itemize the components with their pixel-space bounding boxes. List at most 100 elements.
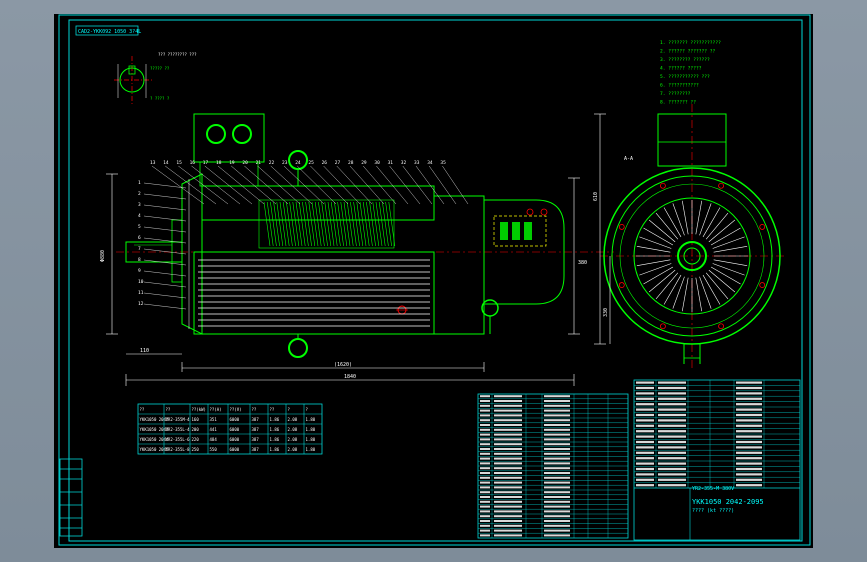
- dim-end-base: 330: [603, 308, 609, 317]
- callout-leader: [143, 226, 187, 233]
- lifting-eye-bottom: [288, 338, 308, 358]
- callout-left: 8: [138, 257, 141, 263]
- end-view-bolts: [618, 182, 766, 330]
- tech-note-line: 1. ??????? ???????????: [660, 40, 721, 46]
- technical-notes: 1. ??????? ???????????2. ?????? ??????? …: [660, 40, 721, 106]
- end-fin: [695, 277, 703, 312]
- param-cell: 550: [210, 447, 218, 452]
- parts-list: [477, 393, 629, 539]
- end-view-hub: [677, 241, 707, 271]
- param-cell: 351: [210, 417, 218, 422]
- end-fin: [648, 219, 676, 243]
- cooling-ribs: [198, 259, 430, 327]
- motor-side-view: [116, 113, 614, 358]
- param-cell: YKK1050 2044: [140, 437, 169, 442]
- param-cell: 387: [252, 427, 260, 432]
- title-drawing-code: YKK1050 2042-2095: [692, 498, 764, 506]
- callout-leader: [310, 165, 349, 205]
- param-cell: 220: [192, 437, 200, 442]
- callout-top: 26: [322, 160, 328, 166]
- param-cell: 1.80: [306, 437, 316, 442]
- callout-leader: [257, 165, 301, 205]
- callout-top: 14: [163, 160, 169, 166]
- end-fin: [672, 203, 685, 236]
- param-cell: 6000: [230, 437, 240, 442]
- callout-top: 30: [374, 160, 380, 166]
- callout-leader: [143, 259, 187, 266]
- callout-left: 4: [138, 213, 141, 219]
- param-cell: YR2-355M-4: [166, 417, 191, 422]
- param-cell: YKK1050 2043: [140, 427, 169, 432]
- end-fin: [713, 245, 748, 253]
- callout-leader: [143, 215, 187, 222]
- callout-leader: [143, 248, 187, 255]
- svg-text:? ???? ?: ? ???? ?: [150, 96, 170, 101]
- title-model: YR2-355-M 380V: [692, 486, 734, 492]
- tech-note-line: 6. ???????????: [660, 83, 699, 89]
- param-cell: YR2-355L-6: [166, 437, 191, 442]
- callout-top: 24: [295, 160, 301, 166]
- callout-top: 16: [190, 160, 196, 166]
- callout-top: 34: [427, 160, 433, 166]
- param-cell: YKK1050 2042: [140, 417, 169, 422]
- end-fin: [672, 276, 685, 309]
- param-cell: 1.86: [270, 437, 280, 442]
- callout-leader: [143, 281, 187, 288]
- motor-end-view: [594, 104, 784, 370]
- slip-ring-cover: [484, 199, 565, 305]
- param-cell: 1.86: [270, 447, 280, 452]
- param-header: ??: [166, 407, 171, 412]
- end-fin: [663, 274, 682, 305]
- callout-leader: [283, 165, 325, 205]
- callout-leader: [143, 182, 187, 189]
- callout-leader: [191, 165, 241, 205]
- callout-leader: [143, 193, 187, 200]
- param-cell: 387: [252, 437, 260, 442]
- end-fin: [695, 200, 703, 235]
- end-fin: [708, 269, 736, 293]
- callout-leader: [231, 165, 277, 205]
- section-label: A-A: [624, 156, 633, 162]
- param-header: ??: [140, 407, 145, 412]
- end-bolt: [660, 323, 666, 330]
- callout-top: 15: [176, 160, 182, 166]
- end-fin: [712, 236, 745, 249]
- end-fin: [699, 276, 712, 309]
- param-cell: YR2-355L-8: [166, 447, 191, 452]
- housing-lower: [193, 251, 435, 335]
- tech-note-line: 5. ??????????? ???: [660, 74, 710, 80]
- callout-leader: [204, 165, 253, 205]
- param-cell: YKK1050 2045: [140, 447, 169, 452]
- param-cell: 1.86: [270, 417, 280, 422]
- drawing-canvas: CAD2-YKK092 1050 3?4L ????? ?? ? ???? ? …: [58, 14, 811, 546]
- callout-leader: [151, 165, 205, 205]
- end-fin: [636, 245, 671, 253]
- callout-left: 11: [138, 290, 144, 296]
- callout-top: 18: [216, 160, 222, 166]
- param-cell: 6000: [230, 427, 240, 432]
- callout-left: 10: [138, 279, 144, 285]
- callout-left: 1: [138, 180, 141, 186]
- dim-inner-length: (1620): [334, 362, 352, 368]
- end-fin: [636, 259, 671, 267]
- param-header: ??(A): [210, 407, 222, 412]
- end-bolt: [759, 224, 766, 230]
- end-fin: [681, 277, 689, 312]
- end-fin: [712, 263, 745, 276]
- callout-leader: [336, 165, 373, 205]
- housing-top: [202, 185, 435, 221]
- callout-left: 12: [138, 301, 144, 307]
- callout-top: 20: [242, 160, 248, 166]
- end-bolt: [618, 282, 625, 288]
- param-cell: 1.80: [306, 427, 316, 432]
- end-fin: [639, 236, 672, 249]
- end-view-fins: [636, 200, 748, 312]
- param-cell: 6000: [230, 447, 240, 452]
- end-bolt: [718, 323, 724, 330]
- param-cell: 1.80: [306, 417, 316, 422]
- callout-leader: [143, 303, 187, 310]
- end-fin: [655, 272, 679, 300]
- callout-top: 19: [229, 160, 235, 166]
- callout-top: 25: [308, 160, 314, 166]
